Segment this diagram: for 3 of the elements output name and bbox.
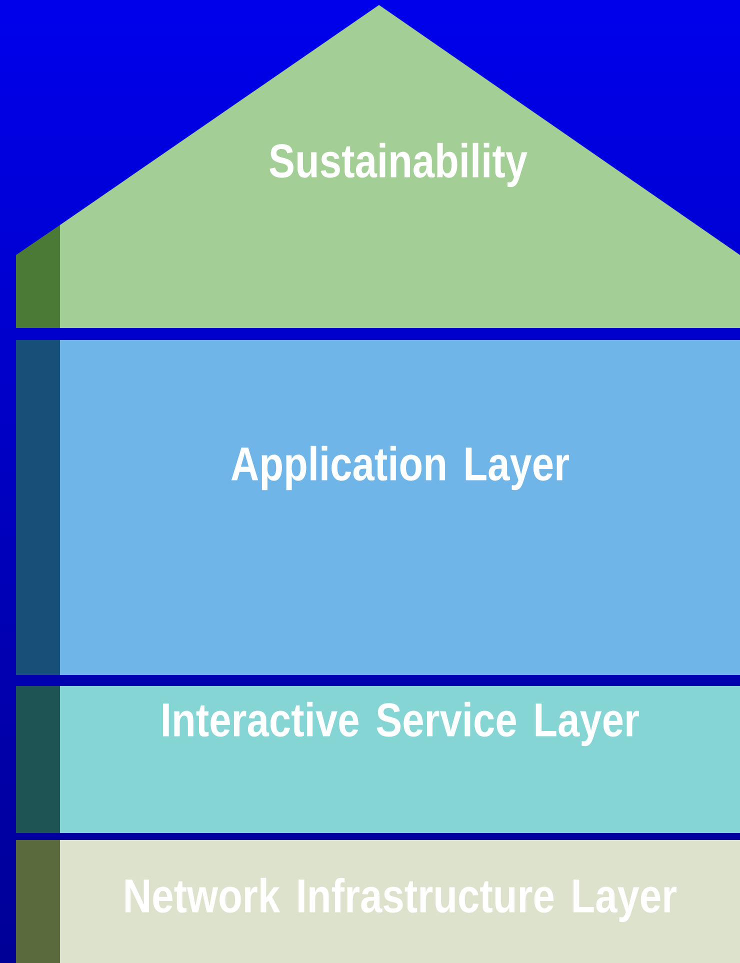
layer-band: Application Layer bbox=[16, 340, 740, 675]
layer-band: Sustainability bbox=[16, 5, 740, 328]
layer-band: Interactive Service Layer bbox=[16, 686, 740, 833]
